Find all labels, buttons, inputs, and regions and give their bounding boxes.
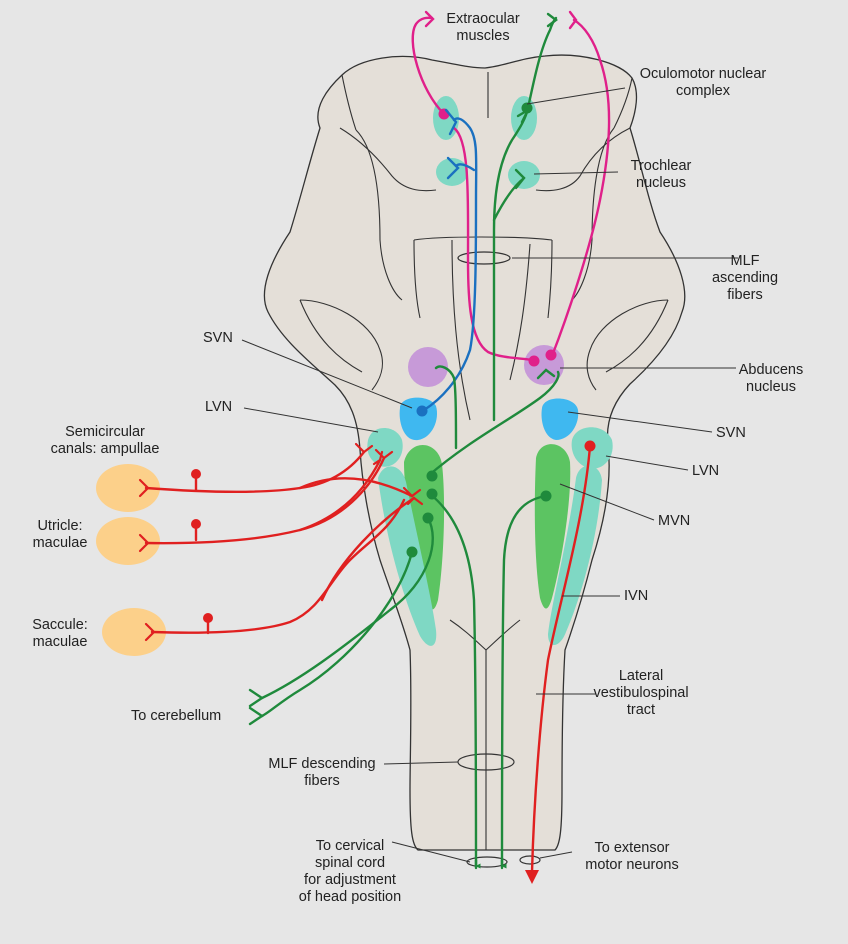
- label-line: ascending: [711, 270, 779, 286]
- label-semicircular-canals: Semicircular canals: ampullae: [30, 424, 180, 458]
- brainstem-contours: [299, 72, 669, 850]
- extensor-arrow: [525, 870, 539, 884]
- extensor-ring: [519, 855, 541, 865]
- label-line: complex: [676, 83, 730, 99]
- label-line: motor neurons: [585, 857, 679, 873]
- blue-pathway: [422, 108, 478, 412]
- label-to-cervical-spinal-cord: To cervical spinal cord for adjustment o…: [290, 838, 410, 906]
- label-line: Saccule:: [32, 617, 88, 633]
- green-pathways: [248, 12, 560, 870]
- label-oculomotor-nuclear-complex: Oculomotor nuclear complex: [618, 66, 788, 100]
- cervical-ring: [466, 856, 508, 868]
- utricle-maculae: [96, 517, 160, 565]
- red-terminals: [191, 440, 596, 623]
- label-line: tract: [626, 702, 656, 718]
- label-line: Trochlear: [630, 158, 692, 174]
- lvn-left: [367, 428, 403, 467]
- label-lvn-left: LVN: [205, 399, 233, 415]
- label-lvn-right: LVN: [692, 463, 720, 479]
- label-line: nucleus: [746, 379, 796, 395]
- label-line: fibers: [304, 773, 340, 789]
- label-abducens-nucleus: Abducens nucleus: [726, 362, 816, 396]
- label-svn-left: SVN: [203, 330, 233, 346]
- label-line: MLF: [730, 253, 760, 269]
- label-line: maculae: [32, 634, 88, 650]
- green-terminals: [406, 102, 552, 558]
- label-line: of head position: [298, 889, 402, 905]
- receptors: [96, 464, 166, 656]
- blue-terminal: [416, 405, 428, 417]
- label-utricle-maculae: Utricle: maculae: [20, 518, 100, 552]
- label-line: vestibulospinal: [593, 685, 689, 701]
- mvn-right: [534, 444, 571, 609]
- label-line: MLF descending: [268, 756, 376, 772]
- red-pathways: [144, 444, 592, 874]
- brainstem-body: [263, 54, 686, 851]
- label-mvn: MVN: [658, 513, 691, 529]
- label-extraocular-muscles: Extraocular muscles: [428, 11, 538, 45]
- label-line: maculae: [32, 535, 88, 551]
- label-to-cerebellum: To cerebellum: [131, 708, 222, 724]
- label-line: Extraocular: [446, 11, 520, 27]
- label-line: muscles: [456, 28, 510, 44]
- label-line: Abducens: [738, 362, 804, 378]
- svn-right: [541, 398, 579, 440]
- label-saccule-maculae: Saccule: maculae: [20, 617, 100, 651]
- label-line: Utricle:: [37, 518, 83, 534]
- leader-lines: [241, 87, 738, 863]
- label-line: fibers: [727, 287, 763, 303]
- label-mlf-ascending-fibers: MLF ascending fibers: [700, 253, 790, 304]
- label-line: canals: ampullae: [50, 441, 160, 457]
- trochlear-nucleus-right: [508, 161, 540, 189]
- label-line: spinal cord: [314, 855, 386, 871]
- label-mlf-descending-fibers: MLF descending fibers: [252, 756, 392, 790]
- label-trochlear-nucleus: Trochlear nucleus: [616, 158, 706, 192]
- label-line: To cervical: [315, 838, 385, 854]
- label-line: To extensor: [594, 840, 670, 856]
- label-ivn: IVN: [624, 588, 649, 604]
- label-lateral-vestibulospinal-tract: Lateral vestibulospinal tract: [586, 668, 696, 719]
- magenta-terminals: [438, 108, 557, 367]
- abducens-nucleus-left: [408, 347, 448, 387]
- label-line: Semicircular: [65, 424, 145, 440]
- label-line: Oculomotor nuclear: [639, 66, 767, 82]
- saccule-maculae: [102, 608, 166, 656]
- label-line: nucleus: [636, 175, 686, 191]
- label-line: for adjustment: [304, 872, 396, 888]
- label-svn-right: SVN: [716, 425, 746, 441]
- label-line: Lateral: [618, 668, 664, 684]
- semicircular-canals-ampullae: [96, 464, 160, 512]
- red-endings: [138, 442, 424, 642]
- mvn-left: [404, 444, 445, 610]
- brainstem-outline: [263, 54, 686, 851]
- mlf-ascending-ring: [457, 251, 511, 265]
- label-to-extensor-motor-neurons: To extensor motor neurons: [570, 840, 694, 874]
- ivn-left: [378, 466, 437, 646]
